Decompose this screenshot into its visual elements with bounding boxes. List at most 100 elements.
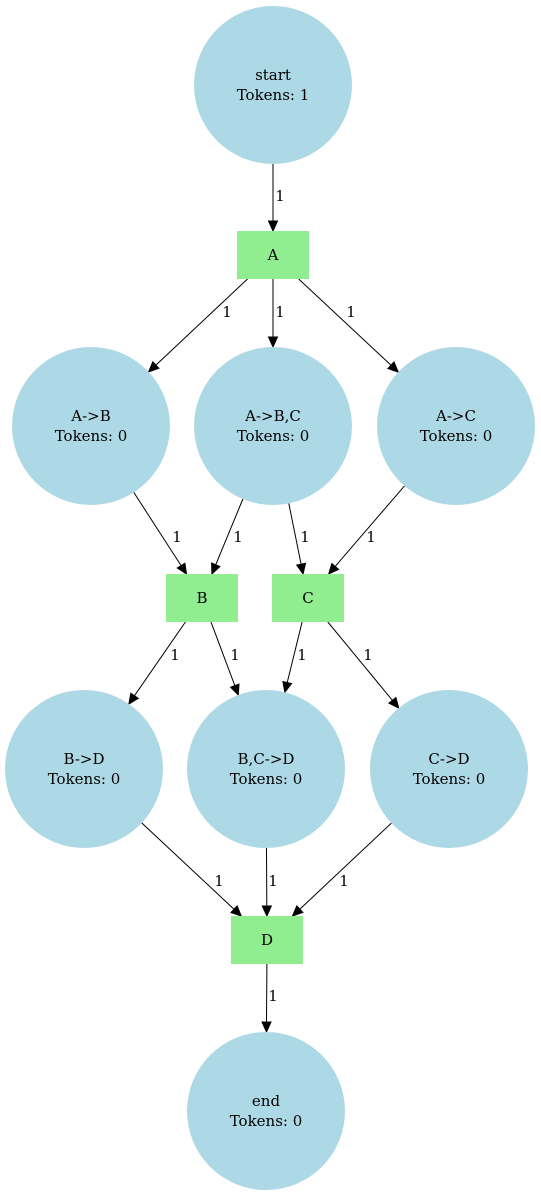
- arc-line: [134, 621, 186, 696]
- arc-line: [210, 621, 236, 686]
- place-circle: [5, 690, 163, 848]
- place-tokens: Tokens: 0: [420, 427, 493, 445]
- place-name: start: [255, 66, 291, 84]
- arc-A-ABC: 1: [267, 279, 285, 349]
- arc-ABC-C: 1: [288, 503, 310, 576]
- arrow-head-icon: [295, 562, 307, 576]
- arc-line: [155, 278, 248, 366]
- place-circle: [12, 347, 170, 505]
- arc-weight-label: 1: [268, 872, 278, 890]
- arc-A-AB: 1: [147, 278, 248, 373]
- transition-B[interactable]: B: [166, 574, 238, 622]
- arrow-head-icon: [261, 905, 273, 918]
- transition-name: B: [196, 589, 207, 607]
- arc-weight-label: 1: [297, 646, 307, 664]
- arc-C-CD: 1: [327, 621, 400, 709]
- transition-name: D: [261, 931, 273, 949]
- arc-BD-D: 1: [141, 822, 243, 917]
- place-tokens: Tokens: 1: [237, 86, 310, 104]
- transition-name: A: [267, 246, 279, 264]
- place-circle: [194, 347, 352, 505]
- arc-D-end: 1: [261, 963, 278, 1034]
- place-AB[interactable]: A->B Tokens: 0: [12, 347, 170, 505]
- arc-line: [133, 492, 182, 566]
- arrow-head-icon: [230, 904, 243, 917]
- arrow-head-icon: [267, 336, 279, 349]
- arrow-head-icon: [327, 562, 340, 575]
- transition-D[interactable]: D: [231, 916, 303, 964]
- arrow-head-icon: [229, 683, 240, 697]
- place-circle: [377, 347, 535, 505]
- place-name: end: [252, 1092, 281, 1110]
- arrow-head-icon: [261, 1021, 272, 1034]
- arc-weight-label: 1: [275, 303, 285, 321]
- transition-box: [272, 574, 344, 622]
- arc-weight-label: 1: [346, 303, 356, 321]
- arc-line: [299, 822, 392, 910]
- arc-start-A: 1: [267, 164, 285, 233]
- arc-weight-label: 1: [339, 872, 349, 890]
- transition-A[interactable]: A: [237, 231, 309, 279]
- arc-line: [215, 498, 244, 565]
- arrow-head-icon: [387, 360, 400, 373]
- place-name: A->B: [70, 407, 111, 425]
- transition-C[interactable]: C: [272, 574, 344, 622]
- place-tokens: Tokens: 0: [230, 770, 303, 788]
- arc-ABC-B: 1: [211, 498, 244, 576]
- place-ABC[interactable]: A->B,C Tokens: 0: [194, 347, 352, 505]
- arc-weight-label: 1: [300, 528, 310, 546]
- arrow-head-icon: [147, 360, 160, 373]
- place-name: B->D: [64, 750, 105, 768]
- place-name: C->D: [428, 750, 469, 768]
- arc-line: [327, 621, 393, 701]
- arc-line: [141, 822, 235, 910]
- transition-name: C: [302, 589, 313, 607]
- place-tokens: Tokens: 0: [48, 770, 121, 788]
- place-name: B,C->D: [238, 750, 295, 768]
- arc-line: [298, 278, 392, 366]
- arc-B-BCD: 1: [210, 621, 240, 697]
- arrow-head-icon: [291, 904, 304, 917]
- transition-box: [237, 231, 309, 279]
- transition-box: [231, 916, 303, 964]
- arc-weight-label: 1: [366, 528, 376, 546]
- place-circle: [194, 6, 352, 164]
- arc-weight-label: 1: [170, 646, 180, 664]
- arc-C-BCD: 1: [282, 621, 307, 694]
- place-BCD[interactable]: B,C->D Tokens: 0: [187, 690, 345, 848]
- transition-box: [166, 574, 238, 622]
- place-name: A->C: [435, 407, 476, 425]
- place-tokens: Tokens: 0: [237, 427, 310, 445]
- place-name: A->B,C: [244, 407, 301, 425]
- place-AC[interactable]: A->C Tokens: 0: [377, 347, 535, 505]
- place-tokens: Tokens: 0: [55, 427, 128, 445]
- arc-BCD-D: 1: [261, 847, 278, 918]
- arc-AC-C: 1: [327, 485, 405, 575]
- arc-weight-label: 1: [275, 187, 285, 205]
- place-tokens: Tokens: 0: [230, 1112, 303, 1130]
- arc-weight-label: 1: [222, 303, 232, 321]
- arc-A-AC: 1: [298, 278, 400, 373]
- arrow-head-icon: [267, 220, 279, 233]
- arc-B-BD: 1: [128, 621, 186, 705]
- arrow-head-icon: [211, 562, 221, 576]
- arrow-head-icon: [282, 680, 293, 694]
- arc-line: [334, 485, 405, 567]
- arc-AB-B: 1: [133, 492, 188, 576]
- place-circle: [187, 1032, 345, 1190]
- arc-line: [286, 621, 303, 683]
- arrow-head-icon: [176, 562, 188, 576]
- arc-weight-label: 1: [230, 646, 240, 664]
- arrow-head-icon: [387, 696, 400, 709]
- arc-weight-label: 1: [363, 646, 373, 664]
- arc-line: [288, 503, 302, 565]
- place-BD[interactable]: B->D Tokens: 0: [5, 690, 163, 848]
- arc-weight-label: 1: [233, 528, 243, 546]
